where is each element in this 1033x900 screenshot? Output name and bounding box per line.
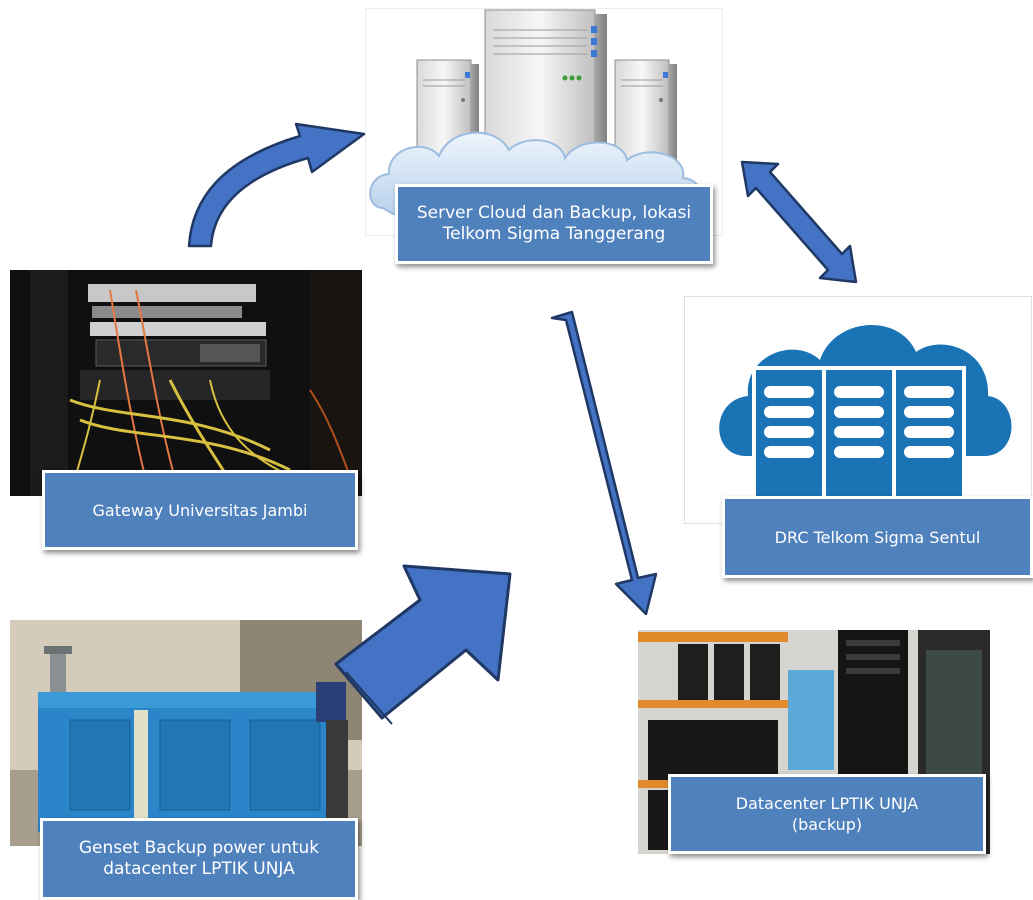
genset-label-text: Genset Backup power untuk datacenter LPT… <box>78 838 320 879</box>
server-drc-double-arrow <box>740 160 858 284</box>
genset-to-datacenter-arrow <box>334 564 512 720</box>
genset-node: Genset Backup power untuk datacenter LPT… <box>8 618 364 900</box>
gateway-node: Gateway Universitas Jambi <box>8 268 364 552</box>
gateway-to-server-arrow <box>187 122 366 248</box>
server-cloud-label: Server Cloud dan Backup, lokasi Telkom S… <box>395 184 713 264</box>
gateway-label-text: Gateway Universitas Jambi <box>92 500 308 520</box>
gateway-label: Gateway Universitas Jambi <box>42 470 358 550</box>
network-rack-photo <box>10 270 362 496</box>
datacenter-node: Datacenter LPTIK UNJA (backup) <box>636 628 992 856</box>
genset-label: Genset Backup power untuk datacenter LPT… <box>40 818 358 900</box>
server-to-datacenter-arrow <box>550 310 658 616</box>
datacenter-label-text: Datacenter LPTIK UNJA (backup) <box>735 794 919 834</box>
datacenter-label: Datacenter LPTIK UNJA (backup) <box>668 774 986 854</box>
drc-node: DRC Telkom Sigma Sentul <box>684 296 1033 578</box>
drc-label: DRC Telkom Sigma Sentul <box>722 496 1033 578</box>
cloud-server-rack-icon <box>719 325 1012 510</box>
generator-photo <box>10 620 362 846</box>
server-cloud-node: Server Cloud dan Backup, lokasi Telkom S… <box>365 8 723 264</box>
server-cloud-label-text: Server Cloud dan Backup, lokasi Telkom S… <box>416 203 692 244</box>
drc-label-text: DRC Telkom Sigma Sentul <box>774 527 981 547</box>
